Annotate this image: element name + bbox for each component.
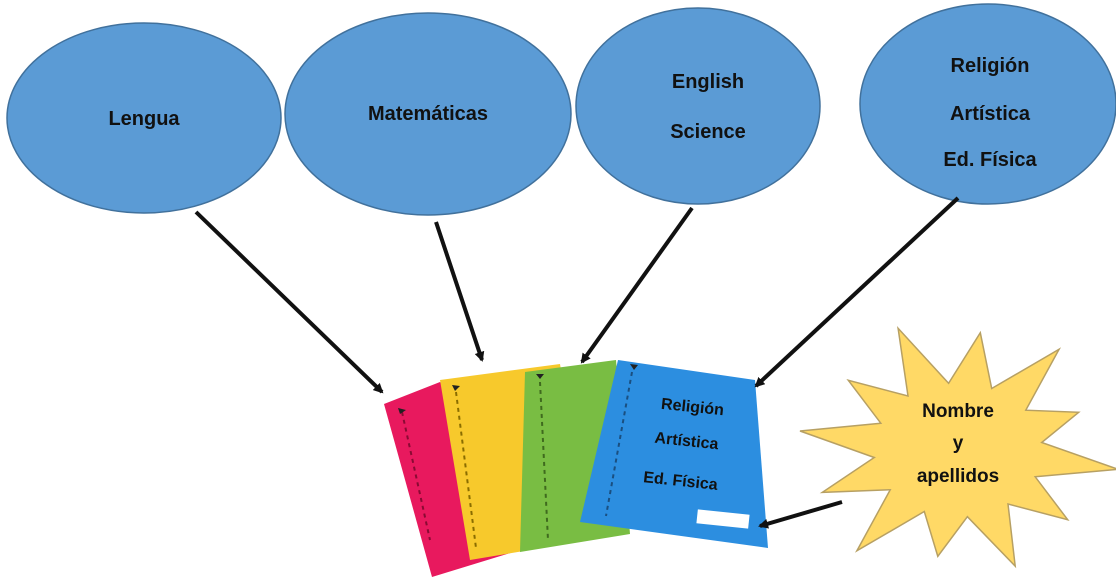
bubble-english-science: English Science [575,7,821,205]
notebook-blue-stitch [605,371,633,517]
bubble-matematicas-shape [284,12,572,216]
notebook-green-stitch [539,381,549,541]
cover-line-2: Artística [654,430,720,454]
bubble-english-science-shape [575,7,821,205]
notebook-blue: Religión Artística Ed. Física [580,360,768,548]
arrows [194,196,960,529]
bubble-religion-label: Religión [951,55,1030,77]
notebook-pink-stitch [401,411,431,541]
arrow-religion [754,196,960,388]
bubble-matematicas: Matemáticas [284,12,572,216]
bubble-line: Science [670,121,746,143]
bubble-religion-label-2: Artística [950,103,1031,125]
notebook-green-corner-icon [536,374,544,379]
notebook-yellow-corner-icon [452,385,460,391]
bubble-lengua-shape [6,22,282,214]
notebook-blue-cover [580,360,768,548]
callout-line-3: apellidos [917,466,999,487]
bubble-religion: Religión Artística Ed. Física [859,3,1116,205]
arrow-matematicas [434,221,485,362]
bubble-religion-label-3: Ed. Física [943,149,1037,171]
bubble-matematicas-label: Matemáticas [368,103,488,125]
bubble-line: English [672,71,744,93]
notebook-blue-corner-icon [630,364,638,370]
bubble-line: Religión [951,55,1030,77]
callout-star: Nombre y apellidos [799,325,1116,569]
arrow-english-science [580,206,694,364]
bubble-line: Lengua [108,108,180,130]
bubble-line: Artística [950,103,1031,125]
bubble-religion-shape [859,3,1116,205]
name-label-box [696,509,750,529]
notebook-stack: Religión Artística Ed. Física [384,360,768,577]
arrow-name-label [758,500,843,529]
notebook-pink-corner-icon [398,408,406,414]
callout-line-2: y [953,433,964,454]
cover-line-1: Religión [660,396,725,420]
bubble-english-science-label-2: Science [670,121,746,143]
bubble-lengua: Lengua [6,22,282,214]
callout-line-1: Nombre [922,401,994,422]
bubble-english-science-label: English [672,71,744,93]
arrow-lengua [194,210,384,394]
bubble-line: Matemáticas [368,103,488,125]
notebook-yellow-stitch [455,391,477,549]
bubble-lengua-label: Lengua [108,108,180,130]
bubble-line: Ed. Física [943,149,1037,171]
callout-star-shape [799,325,1116,569]
